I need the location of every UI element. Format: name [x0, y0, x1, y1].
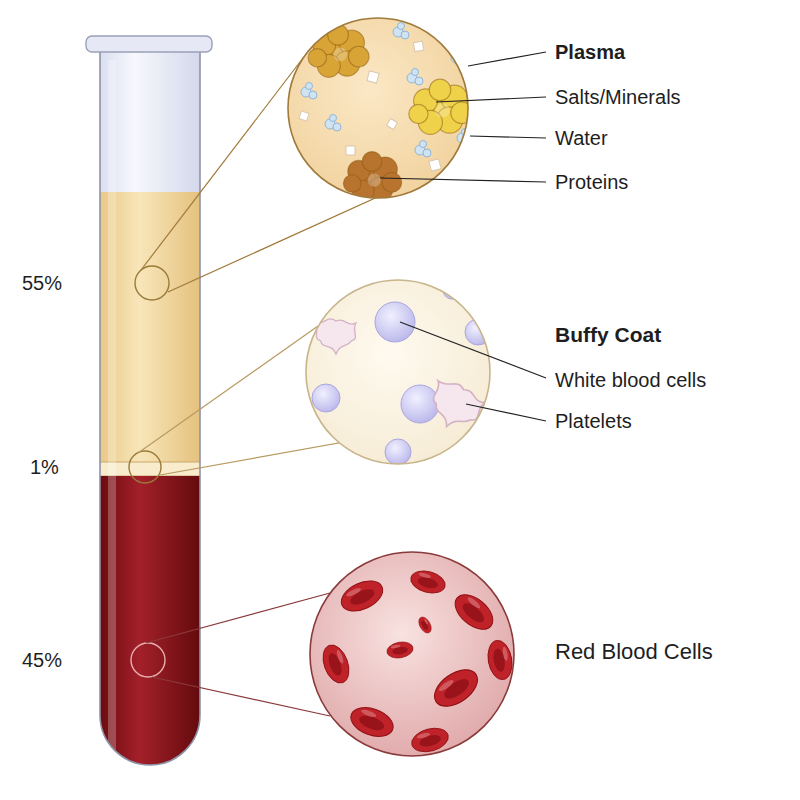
- red-blood-cell: [416, 615, 434, 635]
- magnifier-line: [141, 58, 303, 270]
- glass-highlight: [108, 60, 116, 750]
- white-blood-cell: [443, 281, 461, 299]
- salt-crystal: [346, 146, 355, 155]
- leader-line: [380, 178, 546, 182]
- water-molecule: [407, 69, 423, 86]
- magnifier-line: [146, 593, 330, 643]
- salt-crystal: [367, 71, 379, 83]
- red-blood-cell: [408, 567, 447, 596]
- tube-contents: [98, 50, 202, 776]
- water-molecule: [415, 141, 431, 158]
- red-blood-cell: [347, 702, 397, 741]
- salt-crystal: [299, 111, 309, 121]
- leader-line: [466, 404, 546, 421]
- red-blood-cell: [485, 638, 515, 681]
- salt-crystal: [413, 41, 423, 51]
- magnifier-line: [138, 326, 318, 453]
- component-heading: Buffy Coat: [555, 323, 661, 347]
- magnifier-circle: [288, 18, 468, 198]
- percentage-label: 45%: [22, 649, 62, 672]
- part-label: Proteins: [555, 171, 628, 194]
- water-molecule: [301, 83, 317, 100]
- leader-line: [400, 322, 546, 378]
- red-blood-cell: [386, 640, 415, 660]
- percentage-label: 1%: [30, 456, 59, 479]
- salt-crystal: [387, 119, 398, 130]
- plasma-closeup: [288, 18, 481, 202]
- tube-rim: [86, 36, 212, 52]
- part-label: Platelets: [555, 410, 632, 433]
- magnifier-circle: [306, 280, 490, 464]
- part-label: Water: [555, 127, 608, 150]
- salt-crystal: [472, 52, 481, 61]
- white-blood-cell: [465, 319, 491, 345]
- white-blood-cell: [401, 385, 439, 423]
- sample-circle: [131, 643, 165, 677]
- white-blood-cell: [375, 302, 415, 342]
- red-blood-cell: [449, 588, 499, 636]
- water-molecule: [325, 115, 341, 132]
- leader-line: [470, 136, 546, 138]
- magnifier-line: [152, 677, 330, 716]
- white-blood-cell: [385, 439, 411, 465]
- leader-line: [436, 97, 546, 102]
- buffy-closeup: [306, 280, 491, 465]
- leader-line: [468, 52, 546, 66]
- part-label: White blood cells: [555, 369, 706, 392]
- sample-circle: [135, 266, 169, 300]
- red-ground: [310, 552, 514, 756]
- water-molecule: [451, 49, 467, 66]
- tube-outline: [100, 50, 200, 765]
- buffy-ground: [306, 280, 490, 464]
- water-molecule: [393, 23, 409, 40]
- protein: [308, 24, 369, 77]
- protein: [409, 79, 473, 134]
- red-blood-cell: [318, 641, 354, 686]
- part-label: Salts/Minerals: [555, 86, 681, 109]
- percentage-label: 55%: [22, 272, 62, 295]
- sample-circle: [129, 451, 161, 483]
- red-blood-cell: [337, 575, 388, 617]
- component-heading: Red Blood Cells: [555, 639, 713, 664]
- salt-crystal: [429, 159, 441, 171]
- magnifier-circle: [310, 552, 514, 756]
- component-heading: Plasma: [555, 41, 625, 64]
- white-blood-cell: [312, 384, 340, 412]
- red-blood-cell: [428, 662, 484, 713]
- red-cell-closeup: [310, 552, 515, 756]
